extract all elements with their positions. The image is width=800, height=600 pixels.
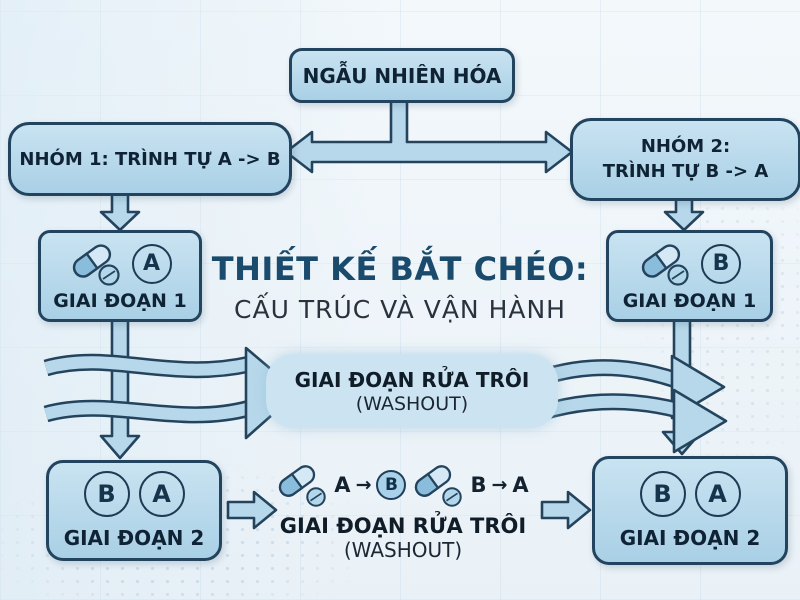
seq1-arrow-icon: → — [355, 474, 372, 496]
seq1-to-badge: B — [376, 470, 407, 500]
washout-bottom-line1: GIAI ĐOẠN RỬA TRÔI — [279, 514, 527, 538]
seq1-from: A — [334, 473, 351, 497]
phase1-left-node: A GIAI ĐOẠN 1 — [38, 230, 202, 322]
title-line2: CẤU TRÚC VÀ VẬN HÀNH — [234, 295, 566, 324]
drug-b-badge: B — [83, 471, 130, 517]
wavy-arrow-left-icon — [43, 346, 300, 440]
washout-bottom-sequences: A → B B → A — [270, 462, 534, 508]
branch-connector — [284, 95, 574, 174]
right-arrow-bottom-right-icon — [540, 490, 592, 530]
down-arrow-group1-icon — [99, 191, 141, 232]
phase1-right-node: B GIAI ĐOẠN 1 — [606, 230, 773, 322]
washout-mid-node: GIAI ĐOẠN RỬA TRÔI (WASHOUT) — [266, 354, 558, 428]
pills-icon — [275, 462, 329, 508]
group2-label-line2: TRÌNH TỰ B -> A — [602, 160, 769, 182]
group2-node: NHÓM 2: TRÌNH TỰ B -> A — [570, 118, 800, 201]
drug-a-badge: A — [694, 471, 741, 517]
drug-b-badge: B — [639, 471, 686, 517]
washout-mid-line2: (WASHOUT) — [355, 392, 469, 415]
seq2-to: A — [512, 473, 529, 497]
phase1-right-label: GIAI ĐOẠN 1 — [622, 289, 757, 312]
pills-icon — [638, 241, 692, 287]
group1-label: NHÓM 1: TRÌNH TỰ A -> B — [19, 148, 281, 170]
down-arrow-group2-icon — [663, 194, 705, 232]
phase1-left-label: GIAI ĐOẠN 1 — [53, 289, 187, 312]
phase2-right-node: B A GIAI ĐOẠN 2 — [592, 456, 788, 565]
title-line1: THIẾT KẾ BẮT CHÉO: — [211, 250, 589, 288]
group2-label-line1: NHÓM 2: — [640, 136, 731, 158]
washout-mid-line1: GIAI ĐOẠN RỬA TRÔI — [294, 367, 530, 392]
phase2-left-node: B A GIAI ĐOẠN 2 — [46, 460, 222, 561]
right-arrow-bottom-left-icon — [226, 490, 278, 530]
seq2-arrow-icon: → — [491, 474, 508, 496]
diagram-title: THIẾT KẾ BẮT CHÉO: CẤU TRÚC VÀ VẬN HÀNH — [200, 250, 600, 324]
group1-node: NHÓM 1: TRÌNH TỰ A -> B — [8, 122, 292, 196]
randomization-label: NGẪU NHIÊN HÓA — [302, 63, 502, 88]
randomization-node: NGẪU NHIÊN HÓA — [289, 48, 515, 103]
seq2-from: B — [470, 473, 487, 497]
washout-bottom-label: GIAI ĐOẠN RỬA TRÔI (WASHOUT) — [250, 514, 556, 562]
pills-icon — [411, 462, 465, 508]
phase2-right-label: GIAI ĐOẠN 2 — [619, 526, 761, 550]
drug-a-badge: A — [131, 243, 172, 284]
phase2-left-label: GIAI ĐOẠN 2 — [63, 526, 205, 550]
washout-bottom-line2: (WASHOUT) — [343, 538, 463, 562]
drug-a-badge: A — [138, 471, 185, 517]
pills-icon — [69, 241, 123, 287]
drug-b-badge: B — [701, 243, 741, 284]
long-down-arrow-left-icon — [99, 316, 141, 460]
